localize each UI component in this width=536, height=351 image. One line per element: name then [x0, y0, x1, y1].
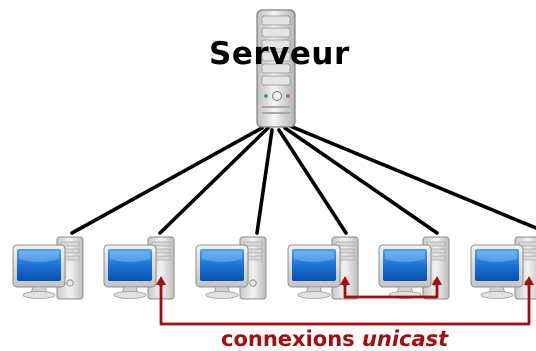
client-computer-3 [195, 236, 267, 300]
server-icon [256, 9, 296, 128]
client-computer-1 [12, 236, 84, 300]
client-computer-4 [287, 236, 359, 300]
caption-text: connexions [221, 327, 362, 351]
connection-lines [70, 124, 536, 235]
unicast-caption: connexions unicast [221, 327, 448, 351]
unicast-bracket-narrow [340, 276, 442, 299]
unicast-bracket-wide [156, 276, 534, 326]
connection-line-5 [283, 126, 439, 235]
connection-line-3 [255, 128, 274, 235]
caption-emphasis: unicast [361, 327, 449, 351]
client-computer-2 [103, 236, 175, 300]
client-computer-5 [378, 236, 450, 300]
connection-line-4 [277, 128, 348, 235]
client-computer-6 [470, 236, 536, 300]
connection-line-6 [288, 124, 536, 230]
connection-line-2 [158, 126, 270, 235]
server-label: Serveur [209, 36, 350, 72]
connection-line-1 [70, 126, 264, 235]
